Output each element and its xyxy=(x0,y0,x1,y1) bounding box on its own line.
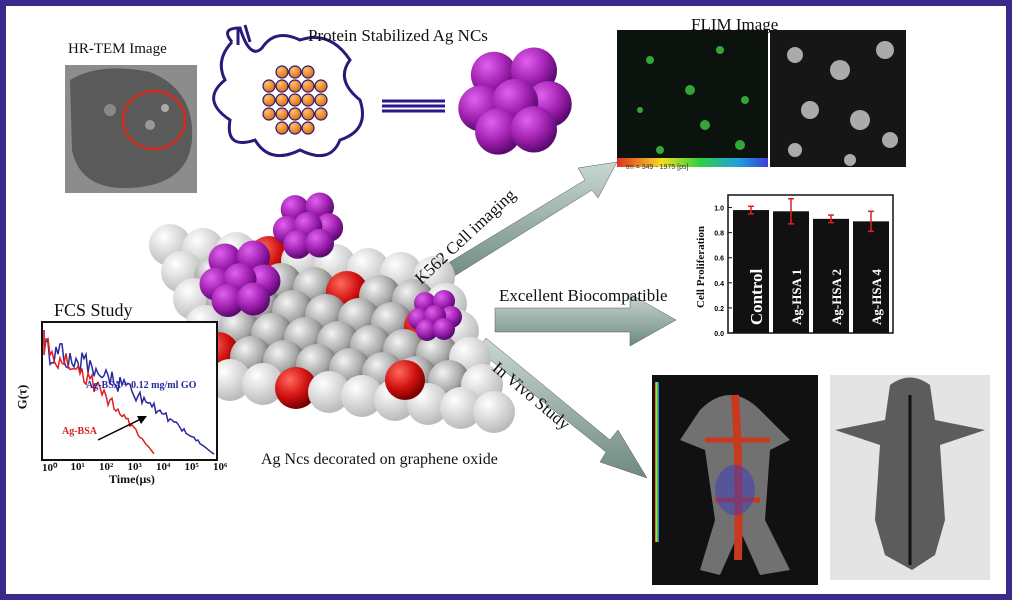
x-tick-label: 10⁵ xyxy=(185,461,199,473)
ag-atom xyxy=(302,80,314,92)
ag-sphere xyxy=(237,283,270,316)
oxygen-atom xyxy=(385,360,425,400)
ag-atom xyxy=(315,94,327,106)
ag-atom xyxy=(276,122,288,134)
invivo-ct-image xyxy=(652,375,818,585)
ag-atom xyxy=(315,80,327,92)
flim-scale-label: tm = 349 - 1975 [ps] xyxy=(626,164,688,171)
ag-atom xyxy=(276,94,288,106)
ag-atom xyxy=(263,108,275,120)
plot-frame xyxy=(42,322,217,460)
ag-sphere xyxy=(305,229,334,258)
ag-atom xyxy=(302,94,314,106)
fcs-title: FCS Study xyxy=(54,300,133,321)
x-tick-label: 10⁴ xyxy=(156,461,170,473)
graphene-caption: Ag Ncs decorated on graphene oxide xyxy=(261,451,498,469)
ag-sphere xyxy=(433,318,455,340)
y-tick-label: 0.4 xyxy=(714,281,724,288)
x-tick-label: 10² xyxy=(99,461,113,473)
equivalence-sign xyxy=(382,101,445,111)
hrtem-image xyxy=(65,65,197,193)
ag-nanocluster xyxy=(458,48,571,155)
ag-atom xyxy=(289,94,301,106)
bar-category-label: Ag-HSA 2 xyxy=(829,269,845,325)
bar-category-label: Control xyxy=(747,269,767,325)
atom xyxy=(473,391,515,433)
biocompatible-label: Excellent Biocompatible xyxy=(499,286,668,306)
ag-atom xyxy=(276,108,288,120)
protein-title: Protein Stabilized Ag NCs xyxy=(308,26,488,46)
y-tick-label: 1.0 xyxy=(714,206,724,213)
ag-atom xyxy=(302,66,314,78)
bar-category-label: Ag-HSA 1 xyxy=(789,269,805,325)
ag-atom xyxy=(276,80,288,92)
invivo-xray-image xyxy=(830,375,990,580)
flim-title: FLIM Image xyxy=(691,15,778,35)
fcs-xlabel: Time(μs) xyxy=(109,472,155,487)
fcs-ylabel: G(τ) xyxy=(14,385,30,410)
ag-atom xyxy=(302,108,314,120)
ag-atom xyxy=(276,66,288,78)
bar-category-label: Ag-HSA 4 xyxy=(869,269,885,325)
x-tick-label: 10¹ xyxy=(71,461,85,473)
legend-go: Ag-BSA + 0.12 mg/ml GO xyxy=(86,380,196,391)
y-tick-label: 0.2 xyxy=(714,306,724,313)
y-tick-label: 0.6 xyxy=(714,256,724,263)
y-tick-label: 0.8 xyxy=(714,231,724,238)
ag-atom xyxy=(302,122,314,134)
flim-image xyxy=(617,30,906,167)
x-tick-label: 10⁰ xyxy=(42,461,57,474)
ag-atom xyxy=(289,108,301,120)
fcs-plot xyxy=(42,322,217,460)
hrtem-title: HR-TEM Image xyxy=(68,41,167,58)
ag-atom xyxy=(263,94,275,106)
ag-sphere xyxy=(511,106,557,152)
ag-atom xyxy=(263,80,275,92)
x-tick-label: 10⁶ xyxy=(213,461,227,473)
ag-atom xyxy=(289,122,301,134)
legend-agbsa: Ag-BSA xyxy=(62,426,97,437)
ag-atom xyxy=(289,66,301,78)
bar-ylabel: Cell Proliferation xyxy=(695,226,707,308)
x-tick-label: 10³ xyxy=(128,461,142,473)
ag-atom xyxy=(315,108,327,120)
ag-atom xyxy=(289,80,301,92)
y-tick-label: 0.0 xyxy=(714,331,724,338)
